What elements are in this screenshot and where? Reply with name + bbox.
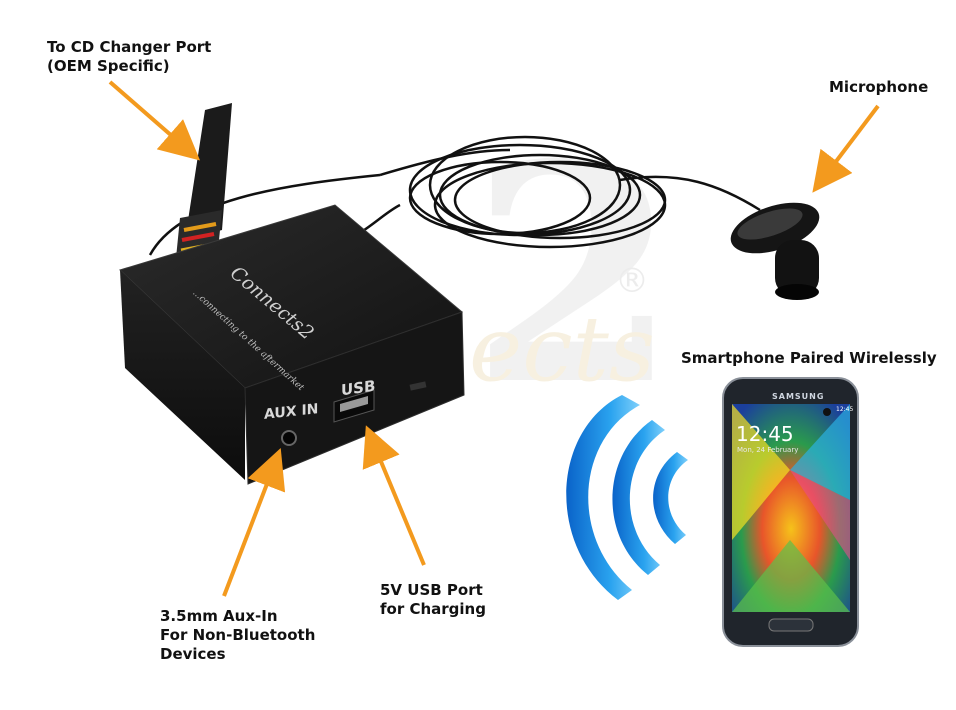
arrow-usb-port (362, 425, 426, 566)
callout-line: Smartphone Paired Wirelessly (681, 349, 937, 367)
svg-text:®: ® (615, 261, 649, 301)
cable (148, 135, 761, 256)
callout-line: Devices (160, 645, 226, 663)
phone-clock: 12:45 (736, 422, 794, 446)
callout-line: (OEM Specific) (47, 57, 170, 75)
callout-microphone: Microphone (829, 78, 928, 97)
arrow-aux-in (222, 448, 286, 597)
callout-smartphone: Smartphone Paired Wirelessly (681, 349, 937, 368)
wireless-signal-icon (566, 395, 688, 600)
velcro-strap (176, 103, 232, 258)
phone-status-time: 12:45 (836, 406, 854, 413)
microphone (730, 202, 820, 300)
callout-line: Microphone (829, 78, 929, 96)
bluetooth-interface-box (119, 204, 465, 485)
phone-date: Mon, 24 February (737, 446, 799, 454)
callout-line: for Charging (380, 600, 486, 618)
arrow-microphone (812, 104, 880, 193)
callout-line: 3.5mm Aux-In (160, 607, 278, 625)
phone-brand: SAMSUNG (772, 392, 825, 401)
smartphone (722, 377, 859, 647)
callout-arrows (108, 80, 880, 597)
callout-line: For Non-Bluetooth (160, 626, 316, 644)
callout-cd-changer: To CD Changer Port (OEM Specific) (47, 38, 211, 76)
arrow-cd-changer (108, 80, 201, 161)
callout-line: 5V USB Port (380, 581, 483, 599)
callout-usb-port: 5V USB Port for Charging (380, 581, 486, 619)
callout-line: To CD Changer Port (47, 38, 212, 56)
callout-aux-in: 3.5mm Aux-In For Non-Bluetooth Devices (160, 607, 315, 664)
